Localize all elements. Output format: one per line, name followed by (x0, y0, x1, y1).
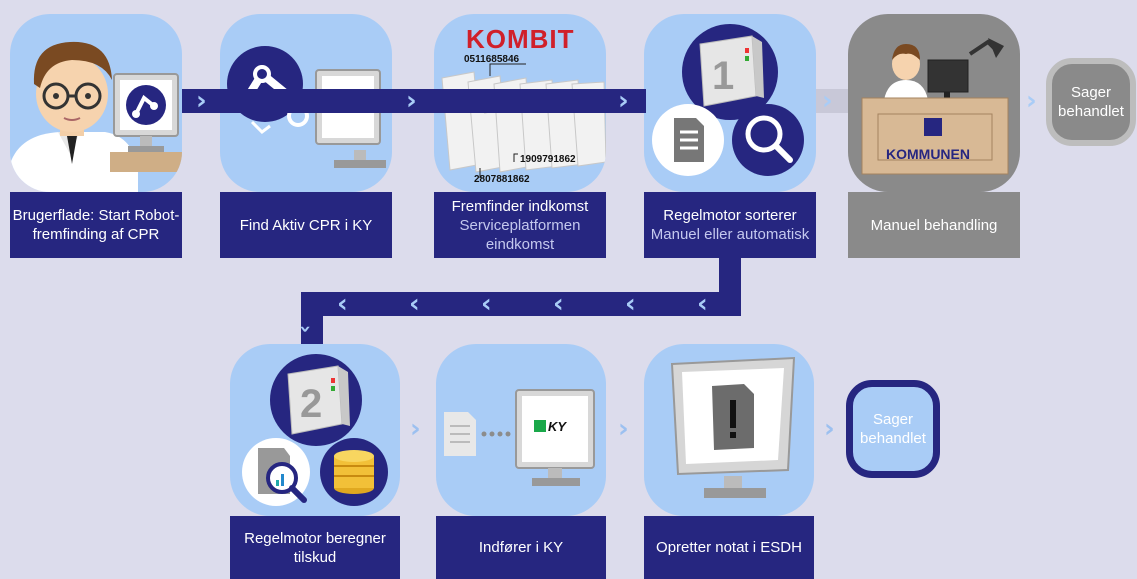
step-title-5: Manuel behandling (870, 216, 998, 234)
end-box-top-label: Sager behandlet (1058, 84, 1124, 120)
step-label-3: Fremfinder indkomst Serviceplatformen ei… (434, 192, 606, 258)
step-sub-4: Manuel eller automatisk (650, 226, 810, 243)
back-arrow-1: ‹ (697, 289, 708, 319)
clerk-desk-icon (861, 38, 1009, 175)
end-box-bottom: Sager behandlet (846, 380, 940, 478)
tile-user-computer (10, 14, 182, 192)
rule-engine-icon (652, 24, 804, 176)
kombit-logo: KOMBIT (466, 24, 575, 54)
rule-number-1: 1 (712, 54, 735, 98)
tile-note-esdh (644, 344, 814, 516)
back-arrow-2: ‹ (625, 289, 636, 319)
back-arrow-3: ‹ (553, 289, 564, 319)
tile-enter-ky (436, 344, 606, 516)
connector-down (719, 258, 741, 298)
step-sub-3: Serviceplatformen eindkomst (459, 216, 581, 253)
step-label-6: Regelmotor beregner tilskud (230, 516, 400, 579)
arrow-2-3: › (406, 86, 417, 116)
tile-rule-engine-1: 1 (644, 14, 816, 192)
step-label-8: Opretter notat i ESDH (644, 516, 814, 579)
kommunen-sign: KOMMUNEN (886, 146, 970, 162)
pipe-row1 (182, 89, 646, 113)
arrow-6-7: › (410, 414, 421, 444)
tile-rule-engine-2: 2 (230, 344, 400, 516)
back-arrow-5: ‹ (409, 289, 420, 319)
end-box-top: Sager behandlet (1046, 58, 1136, 146)
step-title-6: Regelmotor beregner tilskud (244, 529, 386, 566)
rule-number-2: 2 (300, 382, 323, 426)
tile-kombit-documents: KOMBIT 0511685846 1909791862 2807881862 (434, 14, 606, 192)
document-to-ky-icon (444, 389, 595, 486)
step-label-2: Find Aktiv CPR i KY (220, 192, 392, 258)
user-at-computer-icon (10, 41, 182, 192)
step-title-8: Opretter notat i ESDH (656, 539, 802, 556)
step-title-3: Fremfinder indkomst (451, 197, 589, 215)
arrow-8-end: › (824, 414, 835, 444)
end-box-bottom-label: Sager behandlet (860, 411, 926, 447)
back-arrow-6: ‹ (337, 289, 348, 319)
ky-logo-text-row2: KY (548, 419, 567, 434)
arrow-4-5: › (822, 86, 833, 116)
cpr-number-2: 1909791862 (520, 154, 576, 165)
connector-horizontal (301, 292, 741, 316)
back-arrow-4: ‹ (481, 289, 492, 319)
arrow-3-4: › (618, 86, 629, 116)
arrow-5-end: › (1026, 86, 1037, 116)
rule-engine-2-icon (242, 354, 388, 506)
step-label-5: Manuel behandling (848, 192, 1020, 258)
cpr-number-1: 0511685846 (464, 54, 520, 65)
step-title-2: Find Aktiv CPR i KY (239, 216, 373, 234)
step-label-1: Brugerflade: Start Robot-fremfinding af … (10, 192, 182, 258)
esdh-note-monitor-icon (670, 356, 796, 498)
step-label-4: Regelmotor sorterer Manuel eller automat… (644, 192, 816, 258)
down-arrow: › (294, 324, 319, 334)
arrow-7-8: › (618, 414, 629, 444)
connector-down-left (301, 292, 323, 344)
step-title-7: Indfører i KY (478, 539, 564, 556)
step-title-4: Regelmotor sorterer (663, 207, 797, 224)
arrow-1-2: › (196, 86, 207, 116)
tile-manual-processing: KOMMUNEN (848, 14, 1020, 192)
pipe-row1-light (816, 89, 848, 113)
step-label-7: Indfører i KY (436, 516, 606, 579)
cpr-number-3: 2807881862 (474, 174, 530, 185)
step-title-1: Brugerflade: Start Robot-fremfinding af … (12, 207, 180, 243)
